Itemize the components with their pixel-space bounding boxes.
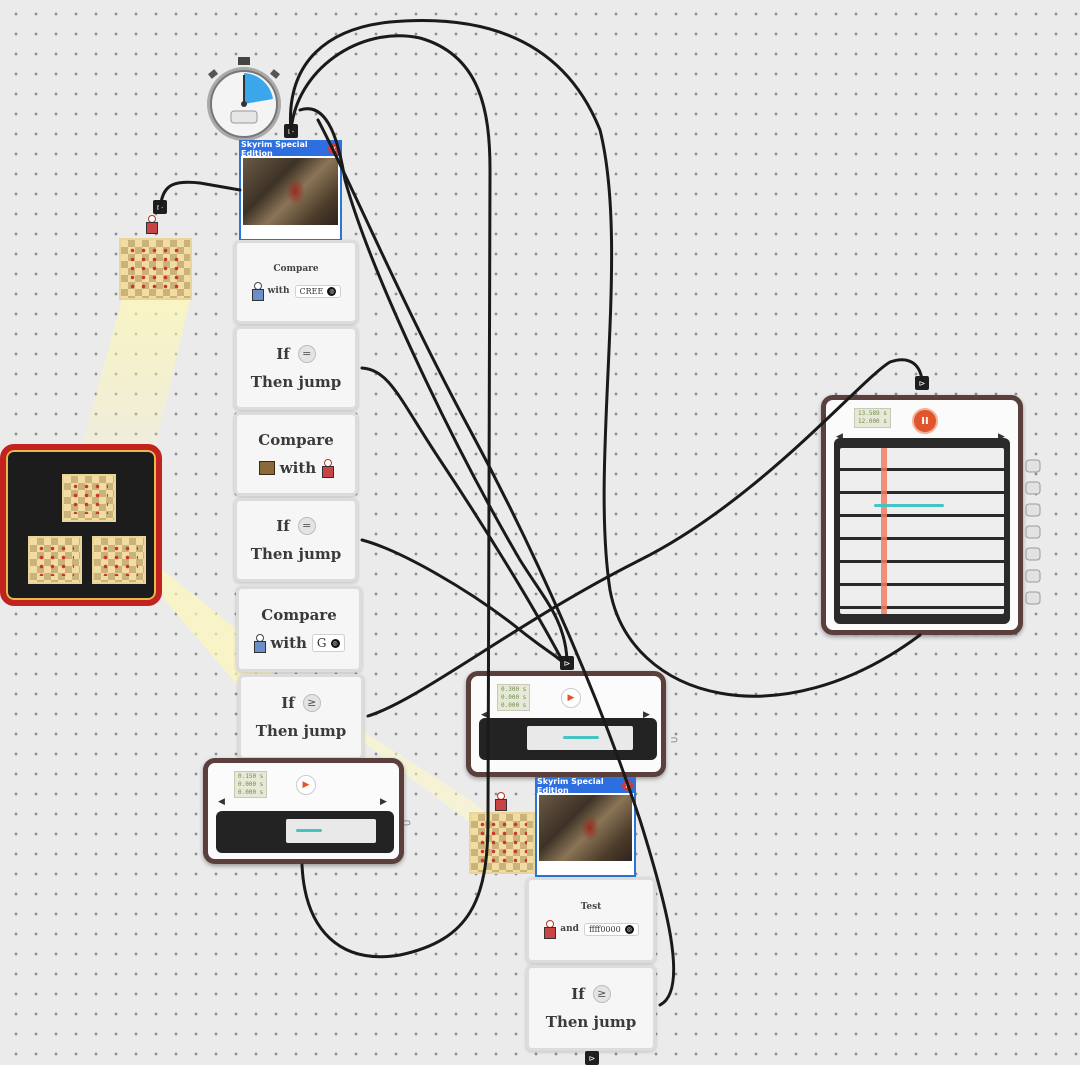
compare-value: CREE	[299, 286, 324, 296]
pause-button[interactable]: II	[912, 408, 938, 434]
operator-button[interactable]: ≥	[302, 693, 321, 712]
plug-connector-icon[interactable]: ⊃	[670, 735, 679, 746]
operator-button[interactable]: =	[297, 516, 316, 535]
color-value: ffff0000	[588, 924, 621, 934]
compare-card-2[interactable]: Compare with	[234, 412, 358, 496]
target-icon[interactable]: ◎	[327, 286, 337, 296]
plug-connector-icon[interactable]: ⊃	[403, 818, 412, 829]
compare-card-1[interactable]: Compare with CREE ◎	[234, 240, 358, 324]
game-window-title: Skyrim Special Edition	[537, 777, 604, 795]
pawn-figure-icon	[145, 215, 159, 237]
recorder-device-large[interactable]: 13.589 s 12.000 s II ◀ ▶	[821, 395, 1023, 635]
skip-forward-icon[interactable]: ▶	[998, 432, 1005, 442]
test-card[interactable]: Test and ffff0000 ◎	[526, 877, 656, 963]
then-jump-label: Then jump	[250, 545, 342, 563]
if-card-2[interactable]: If = Then jump	[234, 498, 358, 582]
time-counter: 0.300 s 0.000 s 0.000 s	[497, 684, 531, 712]
skip-back-icon[interactable]: ◀	[218, 797, 225, 807]
skip-forward-icon[interactable]: ▶	[380, 797, 387, 807]
with-label: with	[279, 459, 317, 477]
screen-chessboard-3	[92, 536, 146, 584]
game-window-titlebar: Skyrim Special Edition ×	[537, 777, 634, 795]
figure-icon	[543, 920, 557, 939]
game-window-title: Skyrim Special Edition	[241, 140, 308, 158]
stopwatch-icon[interactable]	[205, 57, 285, 147]
figure-icon	[251, 282, 264, 301]
recorder-device-middle[interactable]: 0.300 s 0.000 s 0.000 s ▶ ◀ ▶	[466, 671, 666, 777]
tape-track[interactable]	[216, 811, 394, 853]
then-jump-label: Then jump	[545, 1013, 637, 1031]
target-icon[interactable]: ◎	[624, 924, 634, 934]
tape-track[interactable]	[479, 718, 657, 760]
screen-chessboard-2	[28, 536, 82, 584]
connector-tab[interactable]: ⊳	[153, 200, 167, 214]
if-label: If	[571, 984, 585, 1003]
game-window-titlebar: Skyrim Special Edition ×	[241, 140, 340, 158]
connector-tab[interactable]: ⊳	[915, 376, 929, 390]
with-label: with	[267, 286, 290, 296]
if-label: If	[281, 693, 295, 712]
operator-button[interactable]: =	[297, 344, 316, 363]
if-label: If	[276, 516, 290, 535]
compare-label: Compare	[261, 605, 337, 624]
close-icon[interactable]: ×	[328, 143, 339, 154]
compare-value: G	[316, 636, 327, 651]
compare-label: Compare	[258, 430, 334, 449]
time-counter: 13.589 s 12.000 s	[854, 408, 891, 428]
game-window-thumbnail-2[interactable]: Skyrim Special Edition ×	[535, 777, 636, 877]
screen-chessboard-1	[62, 474, 116, 522]
connector-tab[interactable]: ⊳	[585, 1051, 599, 1065]
tape-progress	[296, 829, 322, 832]
close-icon[interactable]: ×	[622, 780, 633, 791]
then-jump-label: Then jump	[250, 373, 342, 391]
tape-progress	[563, 736, 599, 739]
if-card-1[interactable]: If = Then jump	[234, 326, 358, 410]
track-lanes	[840, 448, 1004, 614]
if-label: If	[276, 344, 290, 363]
multitrack-tape[interactable]	[834, 438, 1010, 624]
chessboard-image[interactable]	[119, 238, 192, 300]
then-jump-label: Then jump	[255, 722, 347, 740]
recorder-device-left[interactable]: 0.150 s 0.000 s 0.000 s ▶ ◀ ▶	[203, 758, 404, 864]
target-icon[interactable]: ◎	[330, 638, 340, 648]
pawn-figure-icon	[494, 792, 508, 812]
compare-label: Compare	[273, 264, 319, 274]
game-window-thumbnail[interactable]: Skyrim Special Edition ×	[239, 140, 342, 241]
figure-icon	[253, 634, 267, 654]
figure-icon	[321, 459, 335, 479]
compare-value-field[interactable]: CREE ◎	[294, 284, 342, 298]
box-figure-icon	[258, 461, 275, 476]
playhead[interactable]	[881, 448, 887, 614]
game-screenshot	[243, 158, 338, 225]
and-label: and	[560, 924, 579, 934]
output-connectors[interactable]	[1024, 456, 1044, 616]
operator-button[interactable]: ≥	[592, 984, 611, 1003]
test-label: Test	[580, 902, 602, 912]
play-button[interactable]: ▶	[561, 688, 581, 708]
time-counter: 0.150 s 0.000 s 0.000 s	[234, 771, 268, 799]
screen-monitor[interactable]	[0, 444, 162, 606]
with-label: with	[270, 634, 307, 652]
if-card-4[interactable]: If ≥ Then jump	[526, 965, 656, 1051]
play-button[interactable]: ▶	[296, 775, 316, 795]
compare-value-field[interactable]: G ◎	[311, 634, 345, 653]
compare-card-3[interactable]: Compare with G ◎	[236, 586, 362, 672]
connector-tab[interactable]: ⊳	[560, 656, 574, 670]
if-card-3[interactable]: If ≥ Then jump	[238, 674, 364, 760]
connector-tab[interactable]: ⊳	[284, 124, 298, 138]
game-screenshot	[539, 795, 632, 861]
color-value-field[interactable]: ffff0000 ◎	[583, 922, 639, 936]
chessboard-image-2[interactable]	[469, 812, 535, 874]
track-progress	[874, 504, 944, 507]
